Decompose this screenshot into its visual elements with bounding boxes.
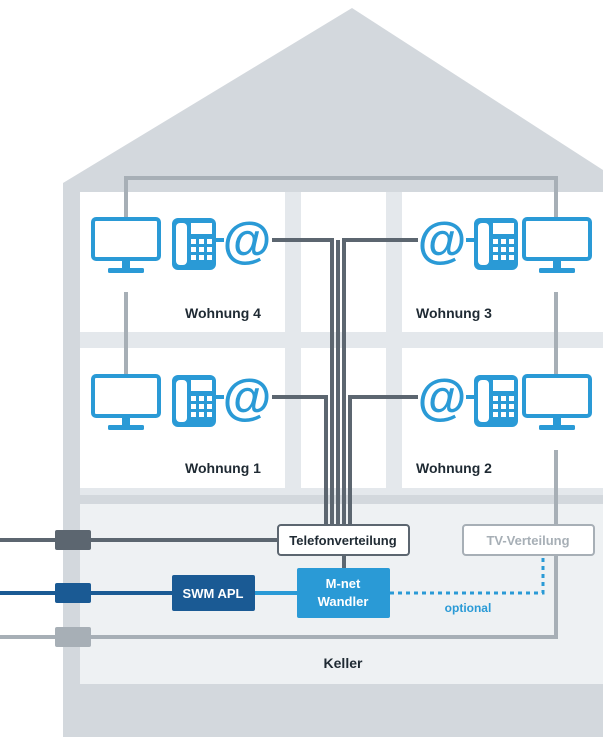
phone-cable-bundle (0, 238, 418, 568)
cable-connector-swm (55, 583, 91, 603)
wohnung-3-devices (417, 212, 592, 275)
apartment-label: Wohnung 3 (416, 305, 492, 321)
tv-verteilung-box (462, 524, 595, 556)
telephone-icon (172, 375, 216, 427)
apartment-label: Wohnung 4 (185, 305, 261, 321)
optional-dotted-line (390, 555, 545, 595)
apartment-label: Wohnung 2 (416, 460, 492, 476)
cable-connector-phone (55, 530, 91, 550)
wohnung-4-devices (91, 212, 272, 275)
telephone-icon (474, 218, 518, 270)
swm-apl-box (172, 575, 255, 611)
telefonverteilung-label: Telefonverteilung (289, 533, 396, 548)
basement-label: Keller (324, 655, 363, 671)
optional-label: optional (445, 601, 492, 615)
mnet-wandler-label-line2: Wandler (318, 594, 369, 609)
telephone-icon (172, 218, 216, 270)
at-sign-icon (417, 212, 467, 268)
wohnung-1-devices (91, 369, 272, 432)
at-sign-icon (222, 212, 272, 268)
telephone-icon (474, 375, 518, 427)
at-sign-icon (417, 369, 467, 425)
tv-cable (0, 176, 558, 639)
mnet-wandler-label-line1: M-net (326, 576, 361, 591)
cable-connector-tv (55, 627, 91, 647)
telefonverteilung-box (277, 524, 410, 556)
at-sign-icon (222, 369, 272, 425)
wohnung-2-devices (417, 369, 592, 432)
mnet-wandler-box (297, 568, 390, 618)
apartment-label: Wohnung 1 (185, 460, 261, 476)
tv-verteilung-label: TV-Verteilung (486, 533, 569, 548)
swm-apl-label: SWM APL (183, 586, 244, 601)
